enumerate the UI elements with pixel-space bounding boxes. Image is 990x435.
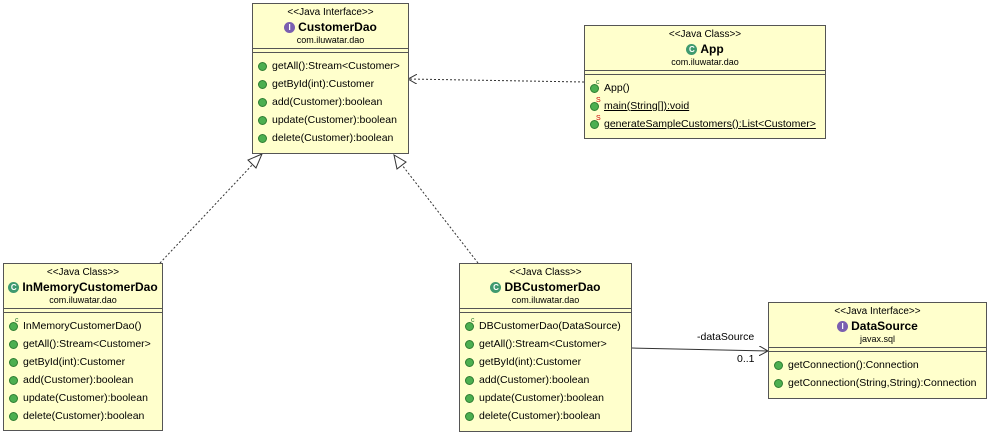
static-method-icon: S <box>590 97 601 111</box>
fields-compartment <box>253 48 408 53</box>
constructor-icon: c <box>590 79 600 93</box>
realization-db-customerdao <box>401 164 479 264</box>
constructor-icon: c <box>9 317 19 331</box>
package-label: com.iluwatar.dao <box>671 57 739 67</box>
method-row[interactable]: update(Customer):boolean <box>9 389 162 407</box>
fields-compartment <box>585 70 825 75</box>
association-role-label: -dataSource <box>697 331 755 343</box>
dependency-app-customerdao <box>408 79 585 82</box>
method-row[interactable]: getAll():Stream<Customer> <box>258 57 408 75</box>
public-method-icon <box>9 339 18 349</box>
method-row[interactable]: delete(Customer):boolean <box>9 407 162 425</box>
stereotype-label: <<Java Class>> <box>668 29 742 40</box>
public-method-icon <box>9 411 18 421</box>
public-method-icon <box>258 97 267 107</box>
package-label: javax.sql <box>859 334 895 344</box>
public-method-icon <box>774 378 783 388</box>
class-icon: C <box>8 281 20 293</box>
static-method-icon: S <box>590 115 601 129</box>
stereotype-label: <<Java Class>> <box>46 267 120 278</box>
class-name: CustomerDao <box>298 20 377 34</box>
method-row[interactable]: delete(Customer):boolean <box>465 407 631 425</box>
public-method-icon <box>465 411 474 421</box>
association-db-datasource <box>631 348 768 351</box>
fields-compartment <box>4 308 162 313</box>
realization-inmemory-customerdao <box>159 162 255 264</box>
association-multiplicity-label: 0..1 <box>737 353 755 365</box>
method-row[interactable]: getById(int):Customer <box>465 353 631 371</box>
public-method-icon <box>774 360 783 370</box>
public-method-icon <box>465 393 474 403</box>
class-icon: C <box>490 281 502 293</box>
method-row[interactable]: getAll():Stream<Customer> <box>9 335 162 353</box>
realization-arrowhead-db <box>393 153 407 170</box>
package-label: com.iluwatar.dao <box>511 295 580 305</box>
package-label: com.iluwatar.dao <box>49 295 117 305</box>
method-row[interactable]: getAll():Stream<Customer> <box>465 335 631 353</box>
method-row[interactable]: add(Customer):boolean <box>258 93 408 111</box>
class-name: DBCustomerDao <box>504 280 601 294</box>
public-method-icon <box>465 357 474 367</box>
method-row[interactable]: update(Customer):boolean <box>258 111 408 129</box>
method-row[interactable]: getById(int):Customer <box>9 353 162 371</box>
public-method-icon <box>9 375 18 385</box>
method-row[interactable]: getConnection(String,String):Connection <box>774 374 986 392</box>
public-method-icon <box>9 357 18 367</box>
method-row[interactable]: add(Customer):boolean <box>465 371 631 389</box>
method-row[interactable]: add(Customer):boolean <box>9 371 162 389</box>
interface-icon: I <box>837 320 849 332</box>
constructor-icon: c <box>465 317 475 331</box>
method-row[interactable]: delete(Customer):boolean <box>258 129 408 147</box>
public-method-icon <box>465 339 474 349</box>
public-method-icon <box>258 79 267 89</box>
fields-compartment <box>460 308 631 313</box>
fields-compartment <box>769 347 986 352</box>
interface-icon: I <box>284 21 296 33</box>
package-label: com.iluwatar.dao <box>296 35 365 45</box>
realization-arrowhead-inmemory <box>247 153 263 169</box>
method-row[interactable]: getById(int):Customer <box>258 75 408 93</box>
class-name: InMemoryCustomerDao <box>22 280 158 294</box>
public-method-icon <box>9 393 18 403</box>
public-method-icon <box>258 115 267 125</box>
class-name: App <box>700 42 724 56</box>
stereotype-label: <<Java Class>> <box>509 267 582 278</box>
public-method-icon <box>465 375 474 385</box>
stereotype-label: <<Java Interface>> <box>287 7 374 18</box>
class-icon: C <box>686 43 698 55</box>
class-name: DataSource <box>851 319 918 333</box>
public-method-icon <box>258 61 267 71</box>
method-row[interactable]: update(Customer):boolean <box>465 389 631 407</box>
stereotype-label: <<Java Interface>> <box>834 306 921 317</box>
public-method-icon <box>258 133 267 143</box>
method-row[interactable]: getConnection():Connection <box>774 356 986 374</box>
